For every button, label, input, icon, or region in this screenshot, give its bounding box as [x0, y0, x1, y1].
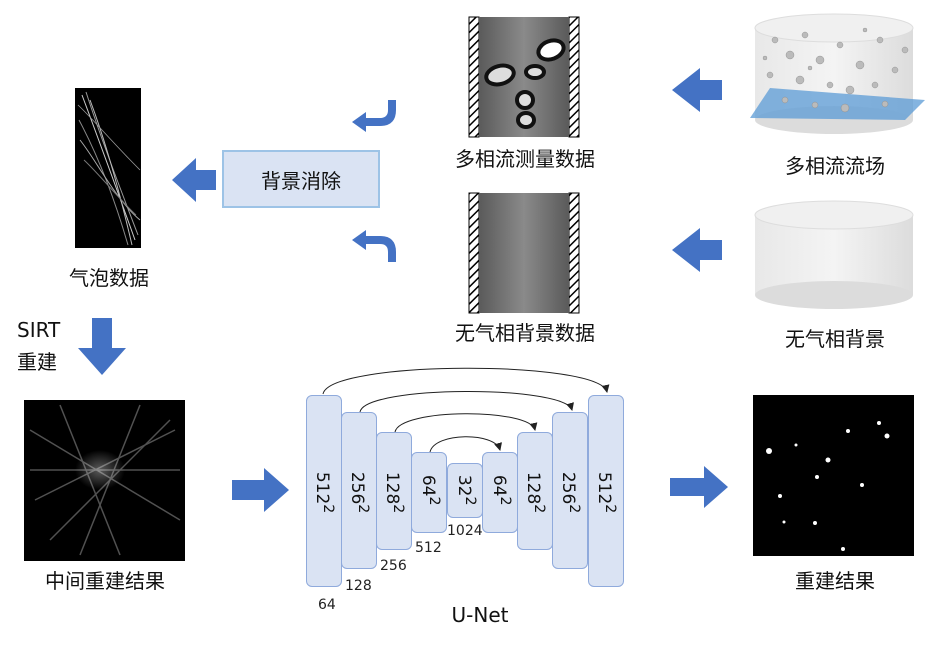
- intermediate-label: 中间重建结果: [45, 569, 165, 593]
- unet-block-dec2: [552, 412, 588, 569]
- unet-block-bottleneck: [447, 463, 483, 518]
- multiphase-measure-label: 多相流测量数据: [455, 147, 595, 171]
- no-gas-bg-data-label: 无气相背景数据: [455, 321, 595, 345]
- no-gas-bg-data-image: [468, 192, 580, 314]
- sirt-label-line2: 重建: [17, 350, 57, 374]
- arrow-removal-to-bubble: [172, 158, 216, 202]
- no-gas-bg-image: [754, 200, 914, 309]
- no-gas-bg-label: 无气相背景: [785, 327, 885, 351]
- unet-block-enc3: [376, 432, 412, 550]
- unet-text-bottleneck: 322: [454, 474, 478, 506]
- arrow-to-unet: [232, 468, 289, 512]
- channel-label-512: 512: [415, 540, 442, 556]
- bg-removal-box: 背景消除: [222, 150, 380, 208]
- unet-label: U-Net: [451, 603, 509, 627]
- arrow-bg-to-bgdata: [672, 228, 722, 272]
- multiphase-measure-image: [468, 16, 580, 138]
- sirt-label-line1: SIRT: [17, 318, 61, 342]
- unet-text-dec1: 5122: [594, 471, 618, 514]
- channel-label-1024: 1024: [447, 523, 483, 539]
- bubble-data-label: 气泡数据: [69, 266, 149, 290]
- arrow-to-result: [670, 466, 728, 508]
- unet-text-dec2: 2562: [558, 471, 582, 514]
- arrow-measure-to-removal: [352, 100, 396, 132]
- multiphase-field-image: [750, 13, 925, 134]
- bg-removal-label: 背景消除: [261, 168, 341, 193]
- skip-connections: [322, 367, 610, 453]
- arrow-field-to-measure: [672, 68, 722, 112]
- result-label: 重建结果: [795, 569, 875, 593]
- unet-text-enc2: 2562: [347, 471, 371, 514]
- unet-text-enc4: 642: [418, 474, 442, 506]
- unet-text-dec4: 642: [489, 474, 513, 506]
- arrow-sirt-down: [78, 318, 126, 375]
- multiphase-field-label: 多相流流场: [785, 154, 885, 178]
- flow-arrows: [78, 68, 728, 512]
- unet-block-enc1: [306, 395, 342, 587]
- bubble-data-image: [75, 88, 141, 248]
- unet-text-dec3: 1282: [523, 471, 547, 514]
- unet-block-dec1: [588, 395, 624, 587]
- channel-label-128: 128: [345, 578, 372, 594]
- unet-text-enc1: 5122: [312, 471, 336, 514]
- channel-label-64: 64: [318, 597, 336, 613]
- channel-label-256: 256: [380, 558, 407, 574]
- unet-text-enc3: 1282: [382, 471, 406, 514]
- arrow-bgdata-to-removal: [352, 230, 396, 262]
- result-image: [753, 395, 914, 556]
- unet-block-enc4: [411, 452, 447, 533]
- intermediate-image: [24, 400, 185, 561]
